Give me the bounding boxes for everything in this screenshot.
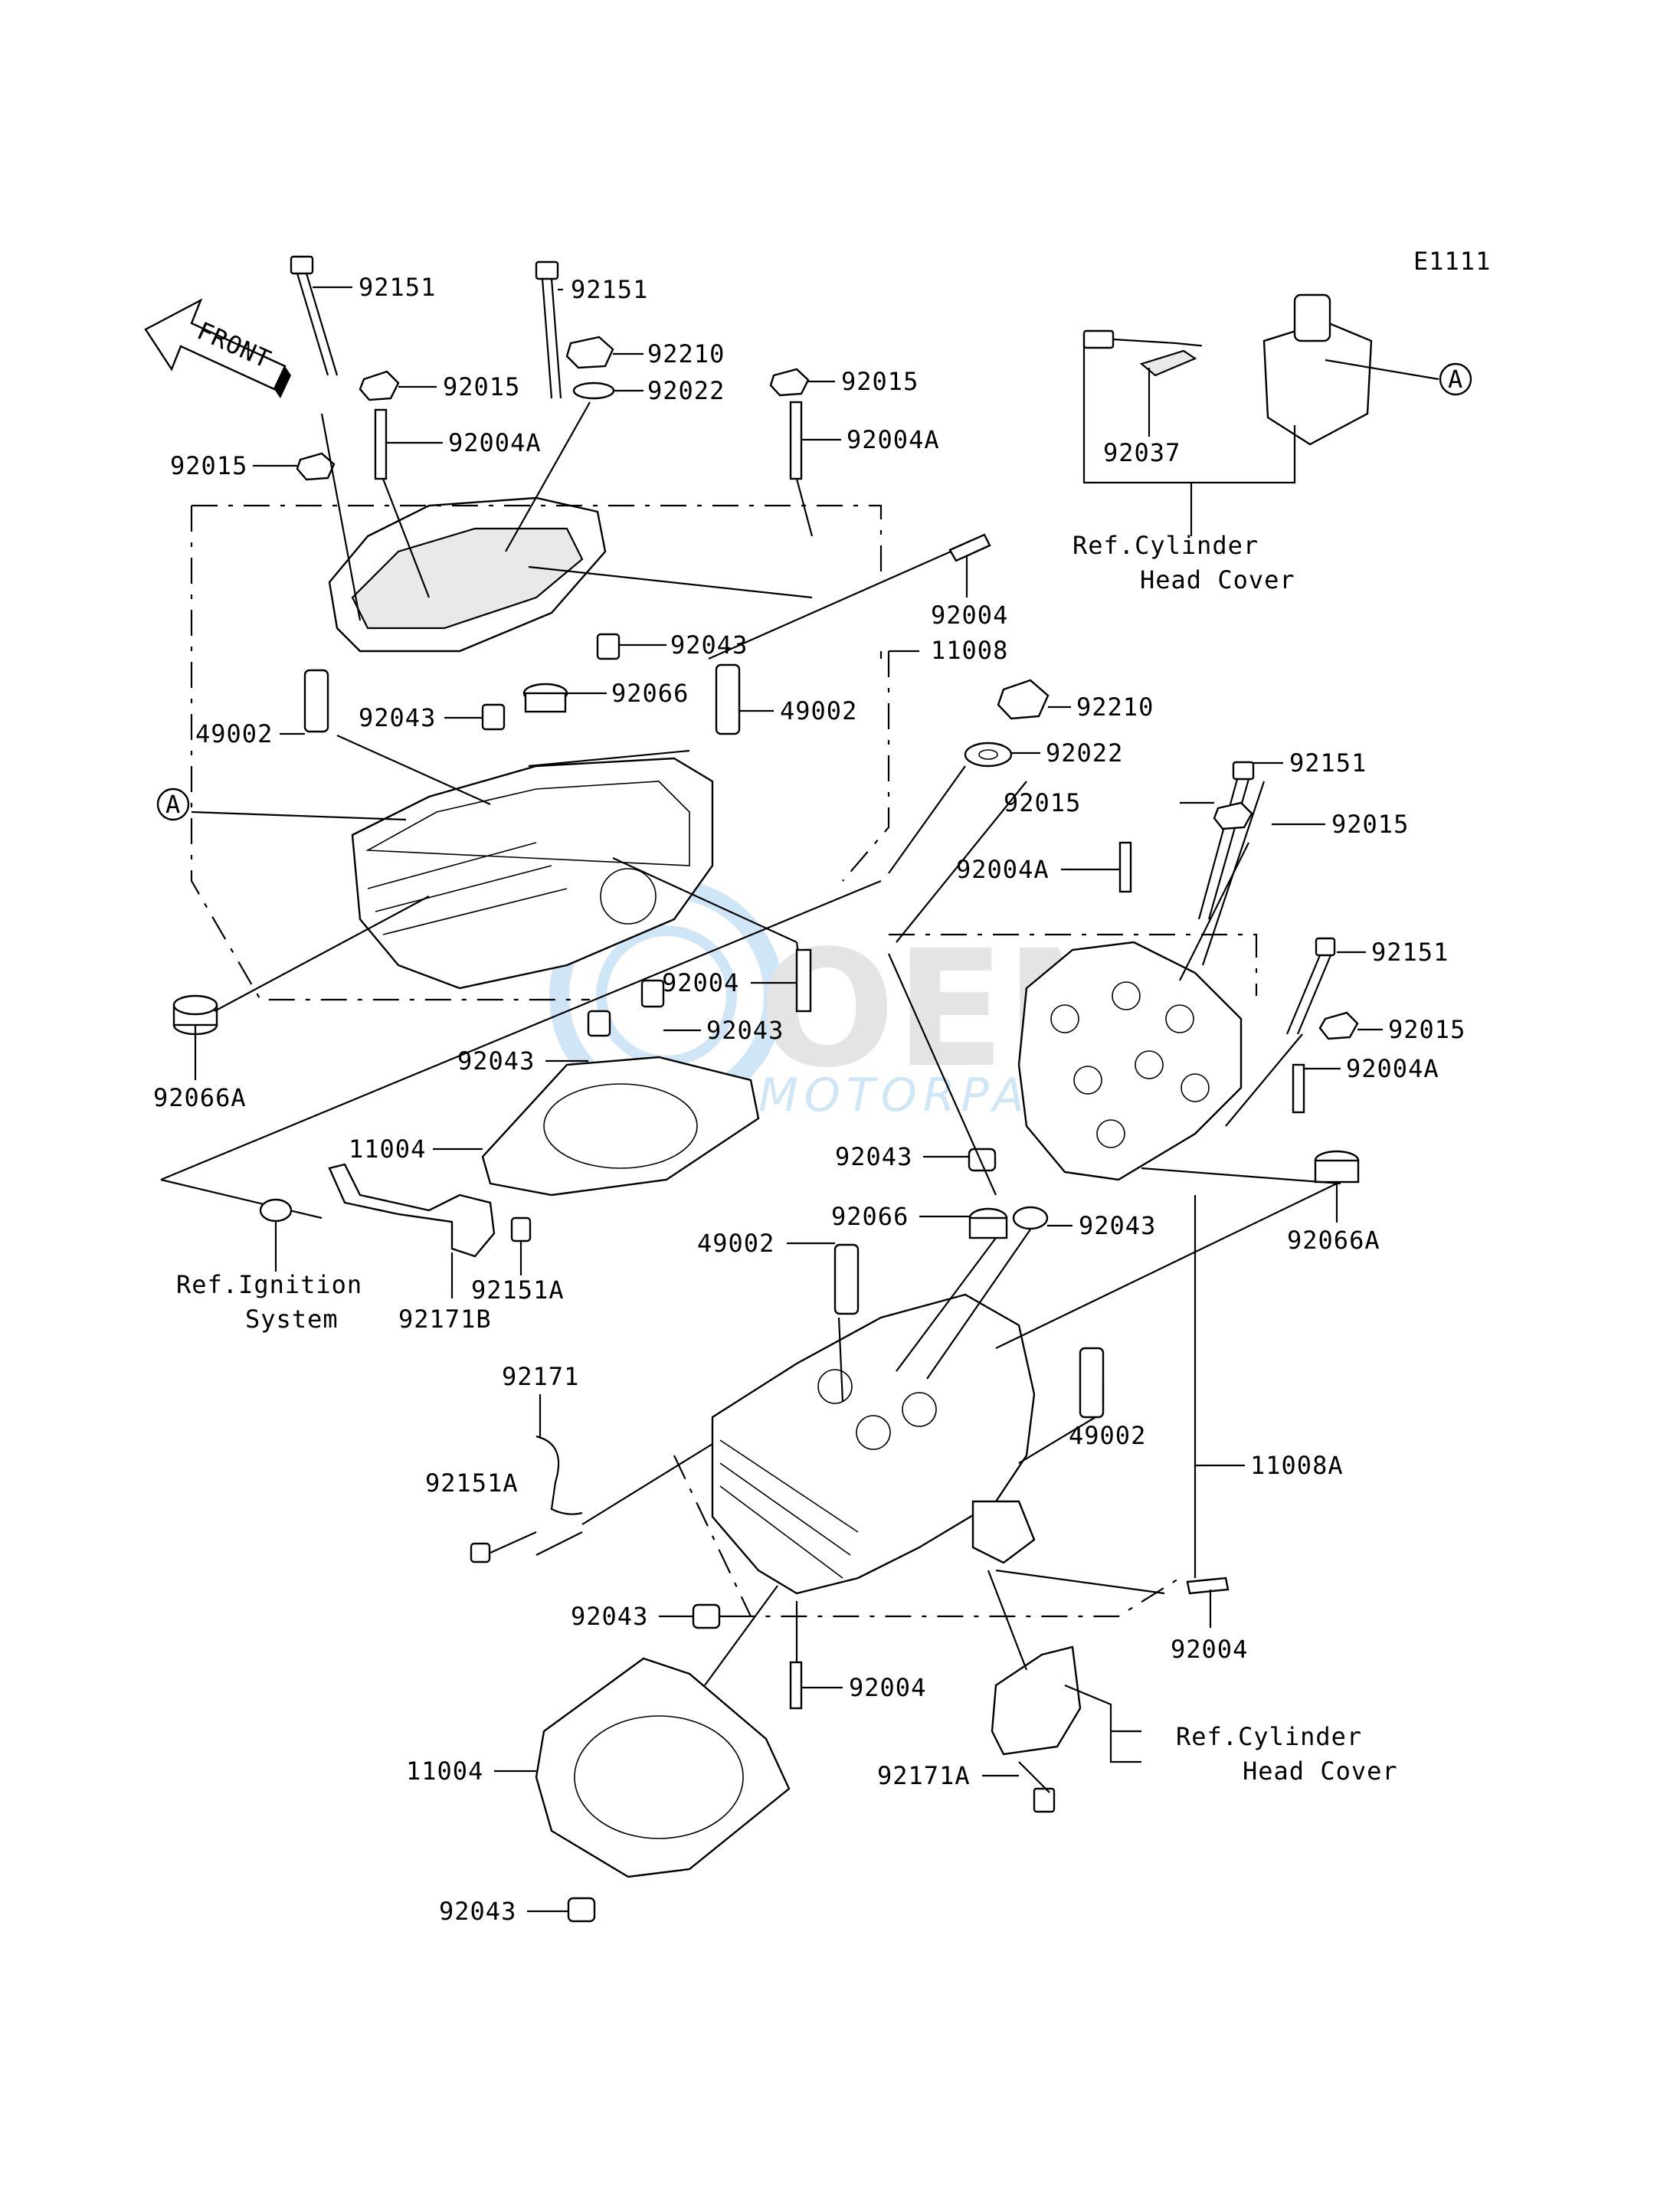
diagram-code: E1111	[1413, 247, 1491, 276]
label-92043-b: 92043	[359, 703, 436, 732]
label-92151-d: 92151	[1371, 938, 1449, 967]
label-49002-a: 49002	[195, 719, 273, 748]
label-92004a-d: 92004A	[1346, 1054, 1439, 1083]
callout-a-top	[1439, 362, 1472, 396]
label-11008a: 11008A	[1250, 1451, 1344, 1480]
label-92015-a: 92015	[443, 372, 520, 401]
label-92004-b: 92004	[662, 968, 739, 997]
label-92171: 92171	[502, 1362, 579, 1391]
label-92171b: 92171B	[398, 1305, 492, 1334]
head-cover-ref-top	[1082, 293, 1439, 536]
label-92066-a: 92066	[611, 679, 689, 708]
label-92151-b: 92151	[571, 275, 648, 304]
label-92043-h: 92043	[439, 1897, 516, 1926]
label-92022-a: 92022	[647, 376, 725, 405]
ref-head-cover-top-line2: Head Cover	[1140, 565, 1295, 594]
label-92151-a: 92151	[359, 273, 436, 302]
label-92043-c: 92043	[706, 1016, 784, 1045]
ignition-bracket	[259, 1163, 532, 1298]
label-92004a-b: 92004A	[847, 425, 940, 454]
label-11004-b: 11004	[406, 1757, 483, 1786]
label-92210-b: 92210	[1076, 692, 1154, 722]
label-92043-g: 92043	[571, 1602, 648, 1631]
label-92004-a: 92004	[931, 601, 1008, 630]
label-92043-d: 92043	[457, 1046, 535, 1076]
part-labels: 92151 92151 92210 92015 92022 92015 9201…	[153, 273, 1465, 1926]
label-92015-b: 92015	[841, 367, 919, 396]
ref-head-cover-top-line1: Ref.Cylinder	[1073, 531, 1259, 560]
label-92066a-a: 92066A	[153, 1083, 247, 1112]
callout-a-top-label: A	[1448, 365, 1463, 394]
label-92151-c: 92151	[1289, 748, 1367, 778]
label-92015-c: 92015	[170, 451, 247, 480]
callout-a-left-label: A	[165, 790, 181, 819]
front-arrow: FRONT	[144, 298, 291, 398]
label-92151a-a: 92151A	[471, 1275, 565, 1305]
label-92151a-b: 92151A	[425, 1468, 519, 1498]
label-92022-b: 92022	[1046, 738, 1123, 768]
ref-head-cover-bottom-line1: Ref.Cylinder	[1176, 1722, 1362, 1751]
label-11008: 11008	[931, 636, 1008, 665]
label-92015-e: 92015	[1331, 810, 1409, 839]
ref-ignition-line2: System	[245, 1305, 339, 1334]
label-92210-a: 92210	[647, 339, 725, 368]
label-92004a-c: 92004A	[956, 855, 1050, 884]
ref-head-cover-bottom-line2: Head Cover	[1243, 1757, 1398, 1786]
label-92015-f: 92015	[1388, 1015, 1465, 1044]
label-49002-d: 49002	[1069, 1421, 1146, 1450]
label-92043-f: 92043	[1079, 1211, 1156, 1240]
label-49002-b: 49002	[780, 696, 857, 725]
label-92171a: 92171A	[877, 1761, 971, 1790]
label-92043-a: 92043	[670, 630, 748, 660]
ref-ignition-line1: Ref.Ignition	[176, 1270, 362, 1299]
label-92037: 92037	[1103, 438, 1181, 467]
callout-a-left	[156, 787, 190, 821]
label-92043-e: 92043	[835, 1142, 912, 1171]
label-92004-c: 92004	[1171, 1635, 1248, 1664]
rear-cylinder-head-assembly	[160, 255, 991, 1220]
label-92015-d: 92015	[1004, 788, 1081, 817]
label-49002-c: 49002	[697, 1229, 775, 1258]
label-11004-a: 11004	[349, 1135, 426, 1164]
label-92066-b: 92066	[831, 1202, 909, 1231]
front-cylinder-head-assembly	[470, 679, 1360, 1923]
label-92004-d: 92004	[849, 1673, 926, 1702]
label-92004a-a: 92004A	[448, 428, 542, 457]
label-92066a-b: 92066A	[1287, 1226, 1380, 1255]
